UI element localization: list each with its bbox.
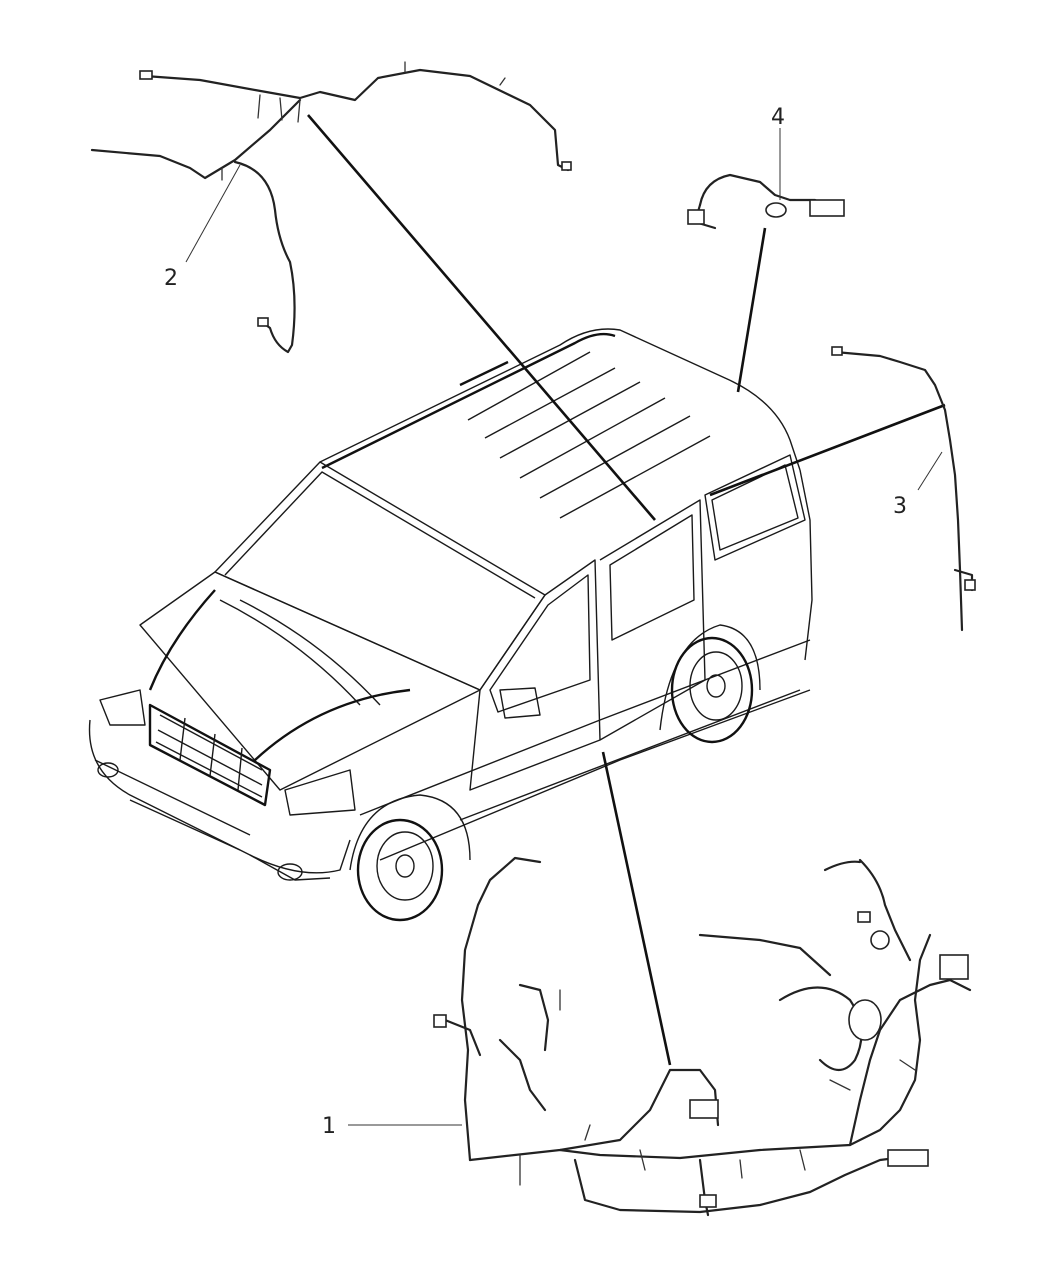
- pointer-lines: [307, 114, 946, 1066]
- connector-icon: [687, 209, 705, 225]
- callout-leaders: [185, 128, 943, 1126]
- grommet-icon: [765, 202, 787, 218]
- connector-icon: [139, 70, 153, 80]
- connector-icon: [561, 161, 572, 171]
- connector-icon: [887, 1149, 929, 1167]
- callout-4: 4: [771, 105, 785, 130]
- connector-icon: [689, 1099, 719, 1119]
- connector-icon: [257, 317, 269, 327]
- connector-icon: [964, 579, 976, 591]
- minivan-illustration: [88, 328, 813, 922]
- connector-icon: [857, 911, 871, 923]
- callout-3: 3: [893, 494, 907, 519]
- connector-icon: [939, 954, 969, 980]
- side-harness: [831, 346, 976, 632]
- grommet-icon: [870, 930, 890, 950]
- main-harness: [433, 856, 972, 1217]
- connector-icon: [699, 1194, 717, 1208]
- rear-harness: [687, 173, 845, 230]
- roof-harness: [90, 61, 572, 354]
- connector-icon: [809, 199, 845, 217]
- callout-1: 1: [322, 1114, 336, 1139]
- connector-icon: [433, 1014, 447, 1028]
- connector-icon: [831, 346, 843, 356]
- callout-2: 2: [164, 266, 178, 291]
- junction-block-icon: [848, 999, 882, 1041]
